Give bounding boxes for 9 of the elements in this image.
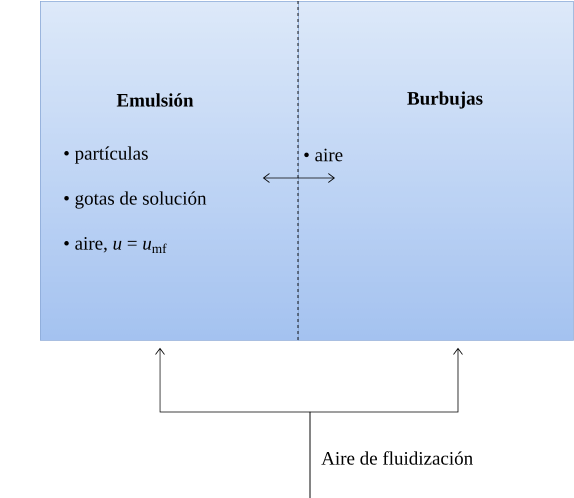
heading: Burbujas (407, 91, 483, 109)
double-arrow (262, 173, 335, 183)
bullet-text: • aire (304, 148, 342, 162)
heading: Emulsión (116, 93, 194, 107)
bullet-text: • aire, u = u$_{mf}$ (64, 237, 167, 253)
bullet-text: • gotas de solución (64, 191, 206, 209)
edge-label: Aire de fluidización (321, 451, 473, 465)
bullet-text: • partículas (64, 146, 148, 164)
air-arrow (310, 348, 463, 498)
